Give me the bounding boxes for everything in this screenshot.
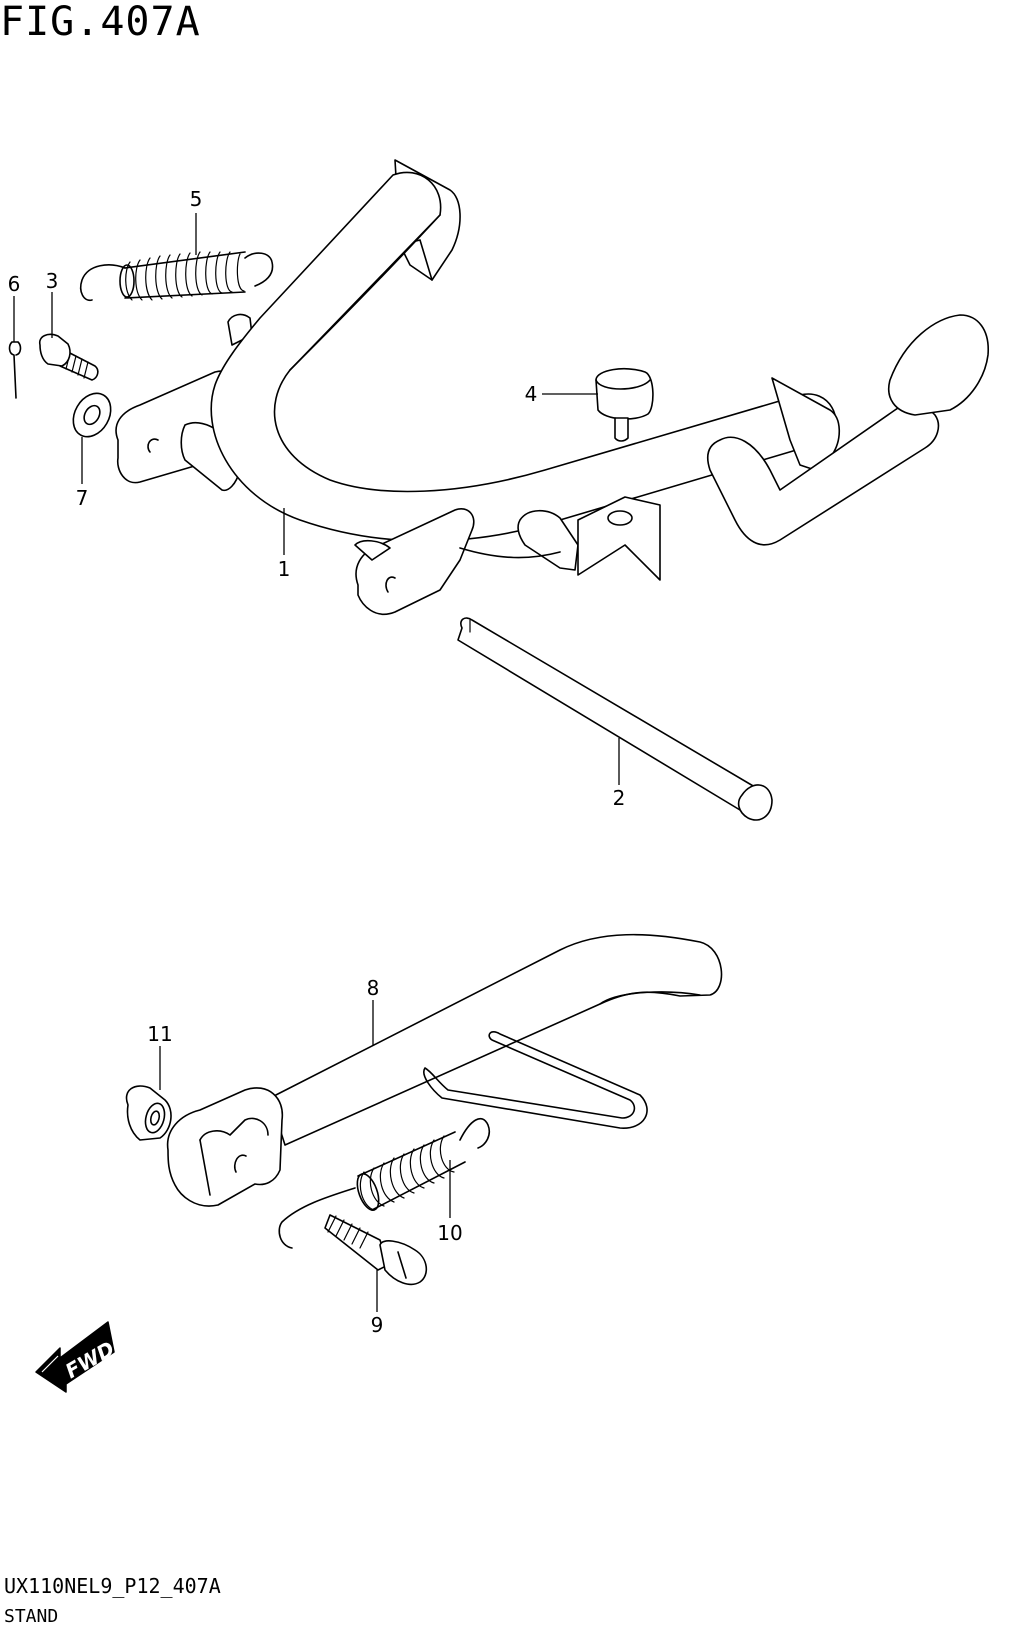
callout-9: 9 bbox=[371, 1313, 384, 1337]
washer-part[interactable] bbox=[66, 387, 118, 444]
stopper-rubber-part[interactable] bbox=[595, 368, 654, 442]
bolt-part[interactable] bbox=[38, 333, 99, 381]
leader-lines bbox=[13, 213, 620, 1312]
callout-5: 5 bbox=[190, 187, 203, 211]
callout-7: 7 bbox=[76, 486, 89, 510]
cotter-pin-part[interactable] bbox=[8, 341, 22, 399]
side-stand-part[interactable] bbox=[166, 933, 723, 1207]
center-stand-part[interactable] bbox=[115, 159, 989, 615]
figure-title: FIG.407A bbox=[0, 0, 201, 45]
callout-1: 1 bbox=[278, 557, 291, 581]
callout-4: 4 bbox=[525, 382, 538, 406]
nut-part[interactable] bbox=[125, 1085, 172, 1141]
side-stand-bolt-part[interactable] bbox=[324, 1214, 428, 1286]
callout-2: 2 bbox=[613, 786, 626, 810]
upper-spring-part[interactable] bbox=[79, 251, 274, 302]
footer-code: UX110NEL9_P12_407A bbox=[4, 1574, 221, 1598]
callout-6: 6 bbox=[8, 272, 21, 296]
stand-shaft-part[interactable] bbox=[457, 617, 773, 821]
callout-11: 11 bbox=[147, 1022, 172, 1046]
footer-title: STAND bbox=[4, 1606, 59, 1627]
callout-8: 8 bbox=[367, 976, 380, 1000]
fwd-arrow-icon: FWD bbox=[35, 1321, 118, 1393]
callout-3: 3 bbox=[46, 269, 59, 293]
callout-10: 10 bbox=[437, 1221, 462, 1245]
